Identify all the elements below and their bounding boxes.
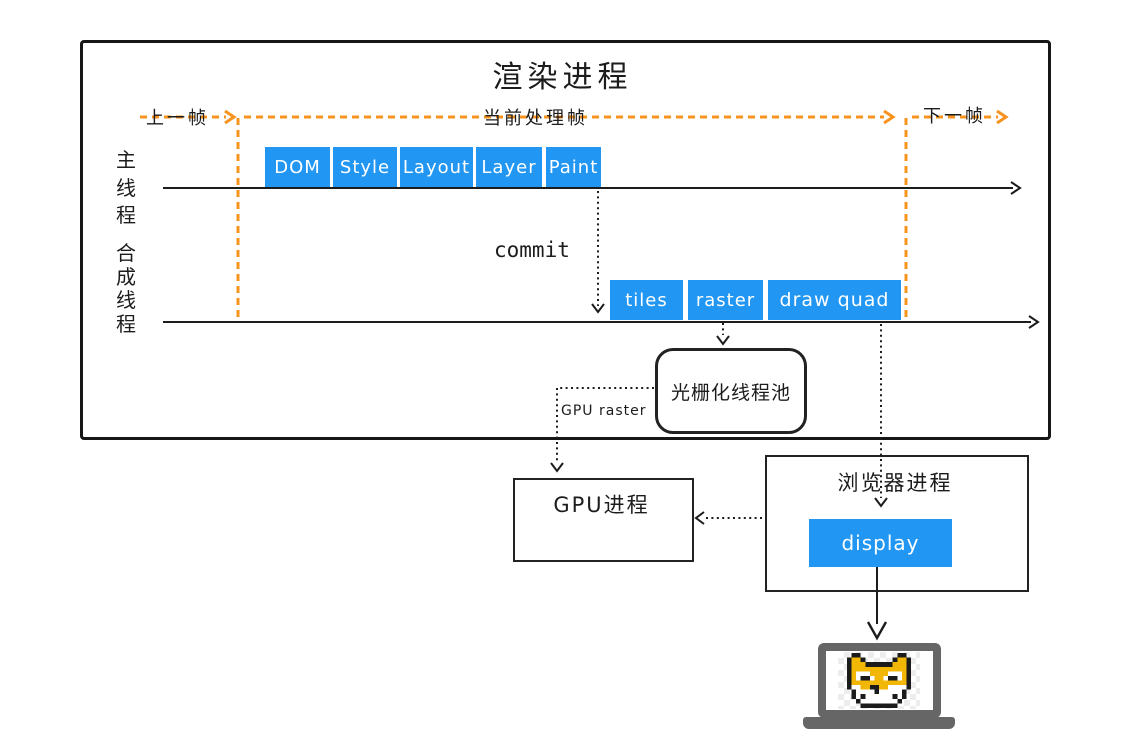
gpu-process-label: GPU进程 xyxy=(553,493,650,517)
laptop-arrowhead xyxy=(866,621,888,641)
stage-paint: Paint xyxy=(546,147,601,187)
laptop-screen xyxy=(818,643,941,718)
stage-layout: Layout xyxy=(400,147,473,187)
stage-tiles: tiles xyxy=(610,280,683,320)
gpu-raster-label: GPU raster xyxy=(561,403,647,419)
laptop-icon xyxy=(803,643,955,729)
gpu-process-box xyxy=(513,478,694,562)
render-process-frame xyxy=(80,40,1051,440)
stage-draw-quad: draw quad xyxy=(768,280,901,320)
page-title: 渲染进程 xyxy=(492,60,633,95)
browser-process-label: 浏览器进程 xyxy=(837,471,953,495)
pool-to-gpu-arrowhead xyxy=(550,462,564,473)
prev-frame-label: 上一帧 xyxy=(146,108,209,129)
compositor-thread-label: 合成线程 xyxy=(116,241,136,336)
pixel-shiba-dog-icon xyxy=(847,653,911,708)
stage-dom: DOM xyxy=(265,147,330,187)
commit-label: commit xyxy=(494,238,570,262)
raster-thread-pool-box: 光栅化线程池 xyxy=(655,348,807,434)
raster-thread-pool-label: 光栅化线程池 xyxy=(670,381,791,404)
main-thread-label: 主线程 xyxy=(116,148,136,228)
next-frame-label: 下一帧 xyxy=(923,106,986,127)
stage-style: Style xyxy=(333,147,397,187)
stage-raster: raster xyxy=(688,280,763,320)
display-box: display xyxy=(809,519,952,567)
laptop-base xyxy=(803,717,955,729)
current-frame-label: 当前处理帧 xyxy=(483,108,588,129)
display-label: display xyxy=(841,531,920,555)
stage-layer: Layer xyxy=(476,147,542,187)
browser-to-gpu-arrowhead xyxy=(694,511,705,525)
